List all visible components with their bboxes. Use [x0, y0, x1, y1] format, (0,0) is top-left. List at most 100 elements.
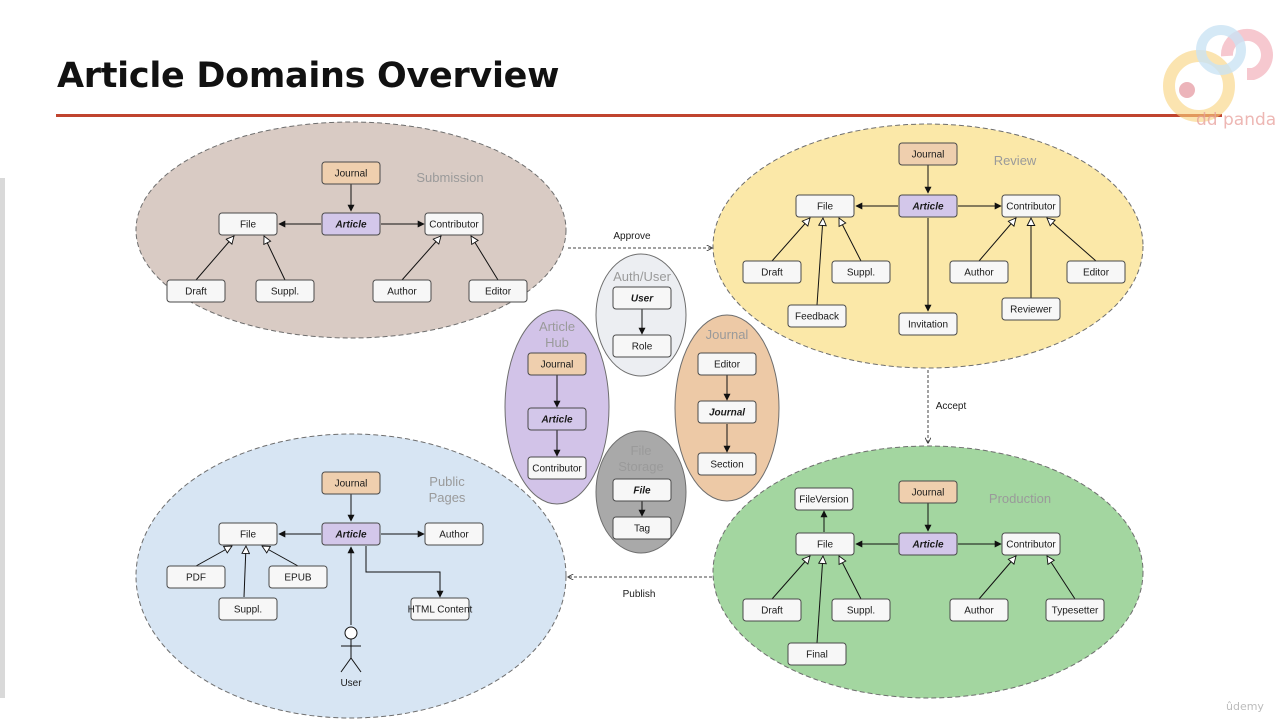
node-rev-article-label: Article — [911, 202, 944, 213]
node-jd-journal-label: Journal — [709, 408, 745, 419]
node-prod-final-box — [787, 642, 847, 666]
node-pub-author: Author — [424, 522, 484, 546]
node-prod-contributor-label: Contributor — [1006, 540, 1056, 551]
production-label: Production — [989, 491, 1051, 506]
node-rev-invitation-label: Invitation — [908, 320, 948, 331]
node-auth-user-label: User — [631, 294, 654, 305]
node-auth-role: Role — [612, 334, 672, 358]
approve-flow-label: Approve — [613, 231, 651, 242]
node-fs-file-label: File — [633, 486, 651, 497]
node-rev-journal-label: Journal — [912, 150, 945, 161]
node-sub-file: File — [218, 212, 278, 236]
small-domain-edges — [553, 309, 731, 517]
node-sub-suppl-box — [255, 279, 315, 303]
node-prod-journal-box — [898, 480, 958, 504]
node-sub-article-label: Article — [334, 220, 367, 231]
node-prod-suppl: Suppl. — [831, 598, 891, 622]
node-pub-suppl-label: Suppl. — [234, 605, 262, 616]
node-sub-suppl-label: Suppl. — [271, 287, 299, 298]
public-pages-edges — [195, 494, 444, 625]
node-rev-contributor-box — [1001, 194, 1061, 218]
node-sub-contributor-box — [424, 212, 484, 236]
node-rev-draft-label: Draft — [761, 268, 783, 279]
node-rev-journal-box — [898, 142, 958, 166]
node-fs-tag: Tag — [612, 516, 672, 540]
node-pub-epub-label: EPUB — [284, 573, 312, 584]
node-sub-article: Article — [321, 212, 381, 236]
node-prod-article-box — [898, 532, 958, 556]
node-auth-user: User — [612, 286, 672, 310]
node-pub-author-label: Author — [439, 530, 469, 541]
node-rev-file-box — [795, 194, 855, 218]
file-storage-label-line2: Storage — [618, 459, 664, 474]
node-rev-contributor: Contributor — [1001, 194, 1061, 218]
node-jd-editor-box — [697, 352, 757, 376]
node-prod-draft: Draft — [742, 598, 802, 622]
title-rule — [56, 114, 1222, 117]
udemy-brand-mark: ûdemy — [1226, 700, 1264, 713]
node-pub-article: Article — [321, 522, 381, 546]
node-sub-editor: Editor — [468, 279, 528, 303]
node-rev-author-label: Author — [964, 268, 994, 279]
node-prod-file-box — [795, 532, 855, 556]
node-sub-editor-box — [468, 279, 528, 303]
node-pub-epub: EPUB — [268, 565, 328, 589]
node-rev-author: Author — [949, 260, 1009, 284]
public-pages-label-line1: Public — [429, 474, 465, 489]
node-jd-section-box — [697, 452, 757, 476]
node-pub-pdf-box — [166, 565, 226, 589]
node-sub-suppl: Suppl. — [255, 279, 315, 303]
node-sub-author-box — [372, 279, 432, 303]
node-pub-html: HTML Content — [408, 597, 473, 621]
node-prod-final-label: Final — [806, 650, 828, 661]
node-prod-final: Final — [787, 642, 847, 666]
node-rev-article-box — [898, 194, 958, 218]
node-sub-draft: Draft — [166, 279, 226, 303]
node-pub-article-box — [321, 522, 381, 546]
node-fs-tag-box — [612, 516, 672, 540]
node-sub-contributor: Contributor — [424, 212, 484, 236]
node-hub-journal-label: Journal — [541, 360, 574, 371]
node-jd-journal: Journal — [697, 400, 757, 424]
node-rev-feedback-box — [787, 304, 847, 328]
node-rev-suppl-box — [831, 260, 891, 284]
submission-label: Submission — [416, 170, 483, 185]
node-sub-file-box — [218, 212, 278, 236]
node-prod-journal: Journal — [898, 480, 958, 504]
node-fs-tag-label: Tag — [634, 524, 650, 535]
node-pub-file-box — [218, 522, 278, 546]
node-rev-draft-box — [742, 260, 802, 284]
node-fs-file: File — [612, 478, 672, 502]
node-hub-article-box — [527, 407, 587, 431]
node-pub-article-label: Article — [334, 530, 367, 541]
node-rev-contributor-label: Contributor — [1006, 202, 1056, 213]
node-prod-draft-label: Draft — [761, 606, 783, 617]
user-actor-icon — [340, 626, 362, 673]
node-pub-suppl-box — [218, 597, 278, 621]
watermark-text: dd panda — [1196, 110, 1277, 130]
file-storage-label-line1: File — [631, 443, 652, 458]
node-rev-feedback: Feedback — [787, 304, 847, 328]
node-prod-author-label: Author — [964, 606, 994, 617]
node-pub-journal: Journal — [321, 471, 381, 495]
node-pub-author-box — [424, 522, 484, 546]
node-sub-draft-box — [166, 279, 226, 303]
article-hub-label-line2: Hub — [545, 335, 569, 350]
node-pub-file-label: File — [240, 530, 257, 541]
node-pub-journal-label: Journal — [335, 479, 368, 490]
node-rev-article: Article — [898, 194, 958, 218]
journal-domain-label: Journal — [706, 327, 749, 342]
node-pub-suppl: Suppl. — [218, 597, 278, 621]
node-prod-suppl-box — [831, 598, 891, 622]
node-fs-file-box — [612, 478, 672, 502]
node-pub-html-label: HTML Content — [408, 605, 473, 616]
node-jd-editor-label: Editor — [714, 360, 741, 371]
node-rev-editor: Editor — [1066, 260, 1126, 284]
node-sub-article-box — [321, 212, 381, 236]
node-hub-journal-box — [527, 352, 587, 376]
node-sub-journal-label: Journal — [335, 169, 368, 180]
node-pub-pdf: PDF — [166, 565, 226, 589]
publish-flow-label: Publish — [623, 589, 656, 600]
node-sub-author-label: Author — [387, 287, 417, 298]
